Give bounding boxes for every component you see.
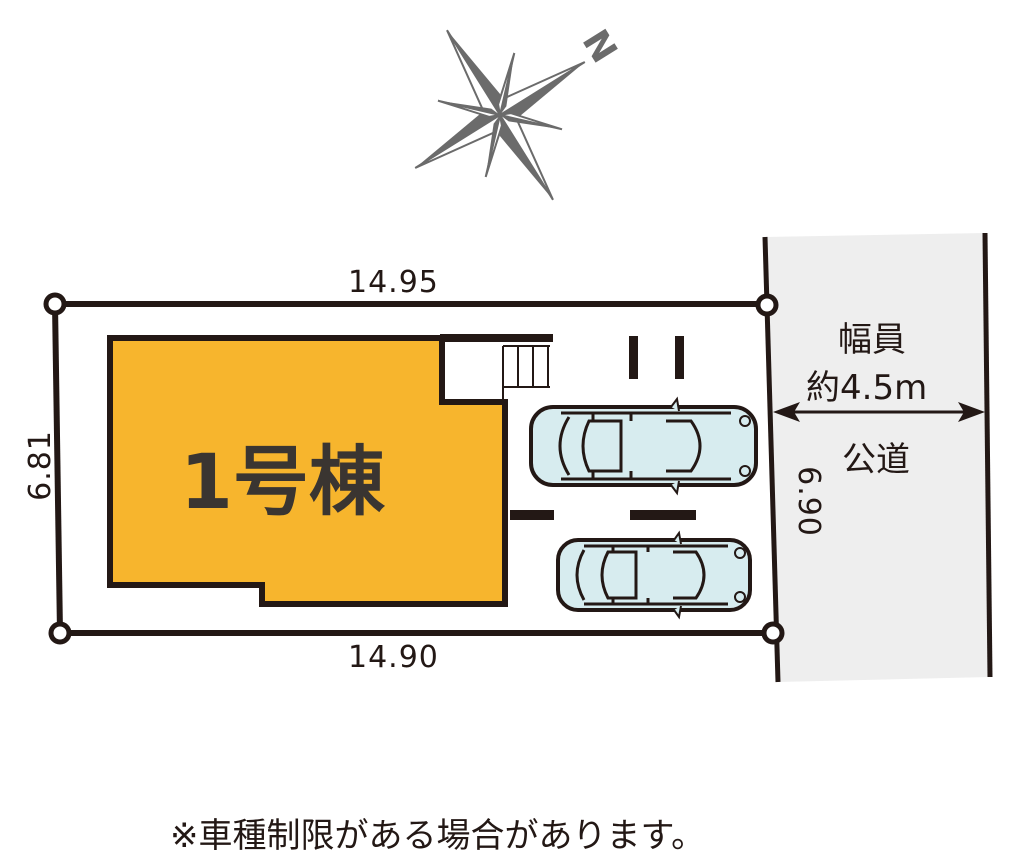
footnote: ※車種制限がある場合があります。 — [170, 816, 706, 856]
boundary-marker — [43, 292, 67, 316]
lot-boundary — [43, 292, 785, 645]
road-edge-right — [982, 232, 993, 678]
top-width-label: 14.95 — [348, 265, 439, 300]
compass-rose-icon — [414, 29, 586, 201]
boundary-marker — [755, 293, 779, 317]
public-road-area — [765, 233, 990, 682]
right-depth-label: 6.90 — [790, 466, 826, 537]
parking-markers — [510, 336, 696, 520]
building-label: 1号棟 — [180, 437, 385, 526]
building-footprint — [107, 334, 553, 607]
boundary-marker — [761, 621, 785, 645]
car-icon — [556, 530, 752, 620]
road-type-label: 公道 — [842, 440, 910, 480]
road-width-arrow — [773, 402, 985, 422]
road-width-value: 約4.5m — [806, 368, 928, 408]
boundary-marker — [48, 621, 72, 645]
road-width-heading: 幅員 — [838, 320, 906, 360]
car-icon — [529, 396, 758, 496]
bottom-width-label: 14.90 — [348, 640, 439, 675]
left-depth-label: 6.81 — [22, 430, 58, 501]
